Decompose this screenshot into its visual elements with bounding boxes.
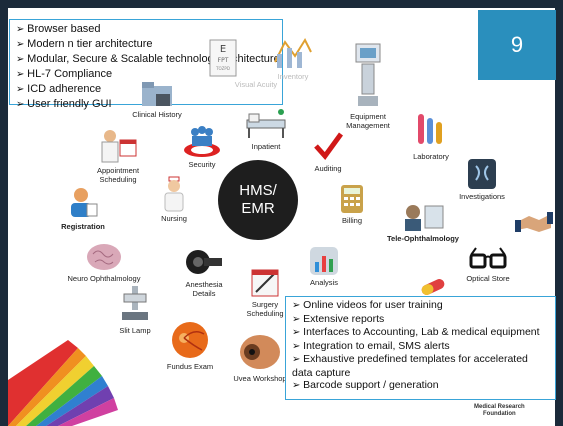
module-equipment: Equipment Management [338,40,398,130]
module-tele-ophthalmology: Tele-Ophthalmology [384,202,462,243]
analysis-chart-icon [310,247,338,275]
nurse-icon [164,176,184,212]
module-appointment: Appointment Scheduling [88,128,148,184]
foundation-logo: Medical Research Foundation [474,404,525,418]
feature-item: Interfaces to Accounting, Lab & medical … [292,326,549,340]
slit-lamp-icon [122,286,148,320]
module-handshake [514,206,554,238]
module-visual-acuity: E FPT TOZPD [200,38,246,80]
feature-item: Integration to email, SMS alerts [292,340,549,354]
module-label: Nursing [161,214,187,223]
module-anesthesia: Anesthesia Details [176,246,232,298]
glasses-icon [469,247,507,269]
top-features-box: Browser based Modern n tier architecture… [9,19,283,110]
module-label: Inpatient [251,142,281,151]
checkmark-icon [314,132,343,160]
module-label: Optical Store [466,274,510,283]
right-border [555,0,563,426]
feature-item: Browser based [16,22,276,37]
module-label: Fundus Exam [166,362,214,371]
svg-text:TOZPD: TOZPD [215,66,230,71]
colored-pencils-image [8,340,118,426]
module-label: Registration [61,222,105,231]
anesthesia-mask-icon [186,250,222,274]
feature-item: Modern n tier architecture [16,37,276,52]
module-clinical-history: Clinical History [122,80,192,119]
slide-number: 9 [478,10,556,80]
module-analysis: Analysis [302,246,346,287]
left-border [0,0,8,426]
module-label: Auditing [314,164,342,173]
module-label: Inventory [277,72,309,81]
center-hub: HMS/ EMR [218,160,298,240]
test-tubes-icon [418,114,442,144]
footer-line: Foundation [483,411,516,417]
module-label: Neuro Ophthalmology [67,274,141,283]
top-border [0,0,563,8]
module-billing: Billing [332,184,372,225]
brain-icon [87,244,121,270]
module-pill [418,276,448,300]
eye-anatomy-icon [240,335,280,369]
module-label: Surgery Scheduling [246,300,284,318]
feature-item: Barcode support / generation [292,379,549,393]
module-label: Investigations [459,192,505,201]
center-line: HMS/ [239,182,277,199]
module-label: Security [188,160,216,169]
module-investigations: Investigations [452,158,512,201]
handshake-icon [515,212,553,232]
center-line: EMR [241,200,275,217]
module-label: Clinical History [132,110,182,119]
module-surgery: Surgery Scheduling [240,268,290,318]
module-laboratory: Laboratory [404,110,458,161]
module-inpatient: Inpatient [236,106,296,151]
svg-text:FPT: FPT [218,57,229,64]
user-register-icon [71,188,98,217]
module-auditing: Auditing [306,130,350,173]
module-label-visual-acuity: Visual Acuity [234,80,278,89]
module-label: Laboratory [413,152,449,161]
feature-item: Extensive reports [292,313,549,327]
video-call-icon [405,205,444,231]
doctor-calendar-icon [101,130,137,163]
module-inventory: Inventory [268,32,318,81]
module-label: Analysis [310,278,338,287]
fundus-icon [172,322,208,358]
folder-icon [142,82,172,106]
feature-item: Online videos for user training [292,299,549,313]
calculator-icon [341,185,363,213]
module-label: Appointment Scheduling [96,166,140,184]
feature-item: HL-7 Compliance [16,67,276,82]
pill-icon [421,279,445,295]
xray-icon [468,159,496,189]
medical-equipment-icon [355,43,381,106]
footer-line: Medical Research [474,404,525,410]
module-fundus: Fundus Exam [160,320,220,371]
svg-text:E: E [220,44,226,55]
module-label: Billing [341,216,362,225]
feature-item: Exhaustive predefined templates for acce… [292,353,549,379]
hospital-bed-icon [246,109,286,138]
module-label: Slit Lamp [119,326,151,335]
feature-item: User friendly GUI [16,97,276,112]
module-label: Tele-Ophthalmology [387,234,459,243]
module-label: Anesthesia Details [185,280,223,298]
bottom-features-box: Online videos for user training Extensiv… [285,296,556,400]
module-label: Uvea Workshop [233,374,287,383]
security-team-icon [184,126,220,157]
eye-chart-icon: E FPT TOZPD [209,39,237,77]
module-neuro: Neuro Ophthalmology [64,242,144,283]
module-security: Security [178,122,226,169]
chart-icon [274,37,312,68]
module-slit-lamp: Slit Lamp [110,284,160,335]
module-label: Equipment Management [346,112,390,130]
surgery-calendar-icon [251,269,279,297]
module-nursing: Nursing [152,176,196,223]
module-uvea: Uvea Workshop [232,332,288,383]
module-optical-store: Optical Store [458,246,518,283]
feature-item: ICD adherence [16,82,276,97]
module-registration: Registration [56,186,110,231]
